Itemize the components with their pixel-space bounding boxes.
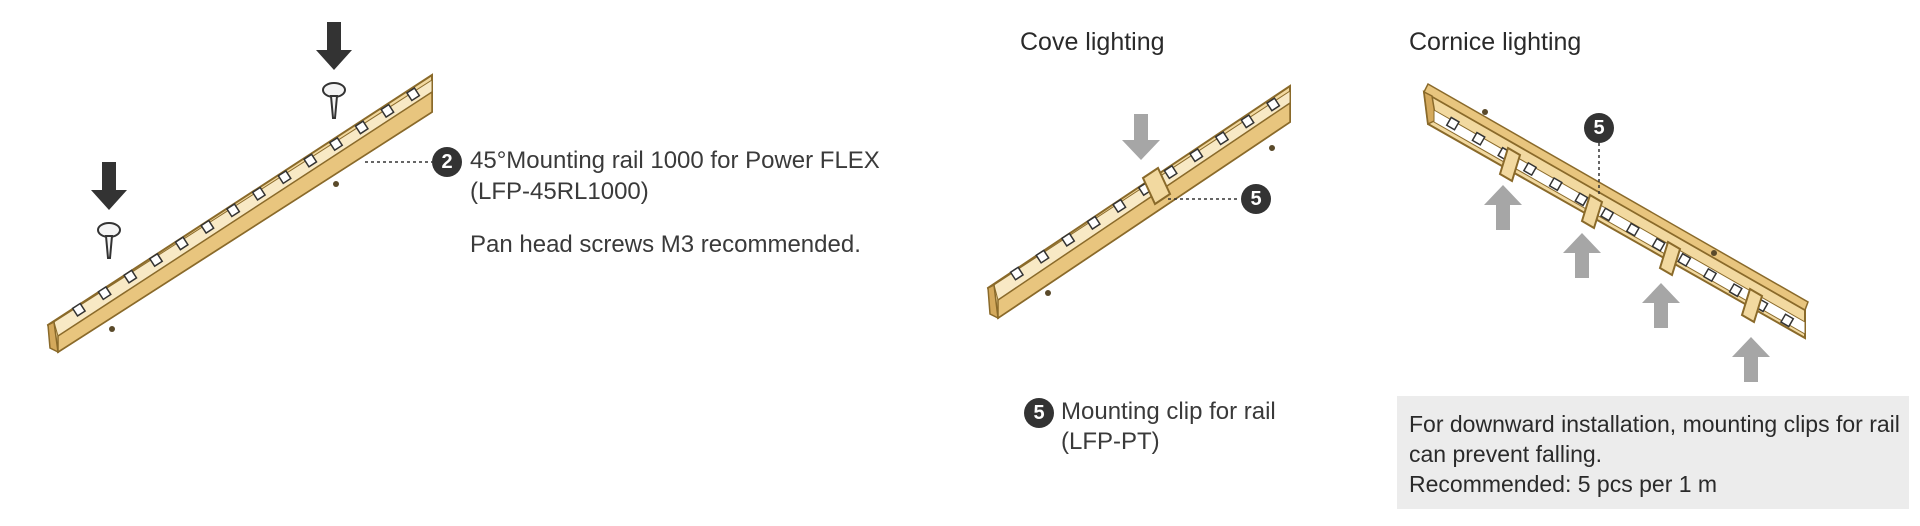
screw-hole	[1045, 290, 1051, 296]
callout-badge-clip-cornice: 5	[1584, 113, 1614, 143]
led-chip-icon	[1445, 116, 1461, 131]
led-chip-icon	[71, 302, 87, 317]
led-chip-icon	[405, 87, 421, 102]
led-chip-icon	[1677, 252, 1692, 268]
led-chip-icon	[97, 285, 112, 301]
led-chip-icon	[1009, 266, 1025, 281]
clip-name-label: Mounting clip for rail	[1061, 398, 1276, 425]
up-arrow-icon	[1563, 233, 1601, 278]
screw-hole	[1482, 109, 1488, 115]
led-chip-icon	[1086, 215, 1101, 231]
led-chip-icon	[225, 203, 241, 218]
mounting-clip	[1498, 146, 1522, 183]
mounting-clip	[1740, 287, 1764, 324]
led-chip-icon	[1779, 313, 1795, 328]
mounting-rail-left	[46, 73, 433, 354]
installation-note: For downward installation, mounting clip…	[1397, 396, 1909, 509]
led-chip-icon	[1522, 161, 1538, 177]
heading-cornice-lighting: Cornice lighting	[1409, 28, 1582, 56]
led-chip-icon	[148, 252, 164, 268]
led-chip-icon	[1625, 222, 1641, 237]
screw-icon	[322, 82, 346, 119]
led-chip-icon	[1214, 131, 1230, 146]
led-chip-icon	[1548, 176, 1563, 192]
led-chip-icon	[1035, 249, 1050, 264]
led-chip-icon	[1728, 282, 1743, 298]
mounting-rail-cornice	[1422, 82, 1809, 340]
note-line-2: can prevent falling.	[1409, 441, 1603, 467]
led-chip-icon	[1471, 131, 1486, 146]
clip-part-number: (LFP-PT)	[1061, 428, 1160, 455]
led-chip-icon	[354, 120, 369, 135]
mounting-clip	[1580, 193, 1604, 230]
rail-part-number: (LFP-45RL1000)	[470, 178, 649, 205]
mounting-clip	[1141, 166, 1172, 206]
led-chip-icon	[328, 136, 344, 152]
screw-hole	[1269, 145, 1275, 151]
led-chip-icon	[200, 219, 215, 235]
screw-hole	[333, 181, 339, 187]
led-chip-icon	[1189, 147, 1204, 163]
down-arrow-icon	[316, 22, 352, 70]
callout-badge-clip: 5	[1024, 398, 1054, 428]
up-arrow-icon	[1642, 283, 1680, 328]
led-chip-icon	[1240, 114, 1255, 129]
callout-badge-clip-cove: 5	[1241, 184, 1271, 214]
led-chip-icon	[277, 169, 292, 185]
led-chip-icon	[251, 186, 267, 201]
led-chip-icon	[1265, 97, 1281, 112]
down-arrow-icon	[1122, 114, 1160, 160]
mounting-rail-cove	[986, 84, 1291, 320]
note-line-3: Recommended: 5 pcs per 1 m	[1409, 471, 1718, 497]
led-chip-icon	[1574, 192, 1589, 207]
led-chip-icon	[380, 103, 395, 119]
heading-cove-lighting: Cove lighting	[1020, 28, 1165, 56]
mounting-clip	[1658, 240, 1682, 277]
led-chip-row-cove	[1009, 97, 1281, 281]
down-arrow-icon	[91, 162, 127, 210]
led-chip-icon	[123, 269, 138, 284]
led-chip-icon	[174, 236, 189, 251]
up-arrow-icon	[1484, 185, 1522, 230]
rail-name-label: 45°Mounting rail 1000 for Power FLEX	[470, 147, 880, 174]
note-line-1: For downward installation, mounting clip…	[1409, 411, 1900, 437]
screw-hole	[109, 326, 115, 332]
led-chip-icon	[1702, 267, 1718, 283]
callout-badge-rail: 2	[432, 147, 462, 177]
led-chip-icon	[1651, 237, 1666, 252]
led-chip-row-left	[71, 87, 421, 317]
led-chip-icon	[303, 153, 318, 168]
screw-icon	[97, 222, 121, 259]
led-chip-icon	[1112, 198, 1127, 214]
up-arrow-icon	[1732, 337, 1770, 382]
led-chip-icon	[1060, 232, 1076, 247]
screw-hole	[1711, 250, 1717, 256]
led-chip-icon	[1163, 164, 1178, 180]
screw-recommendation: Pan head screws M3 recommended.	[470, 231, 861, 258]
led-chip-icon	[1599, 207, 1615, 222]
